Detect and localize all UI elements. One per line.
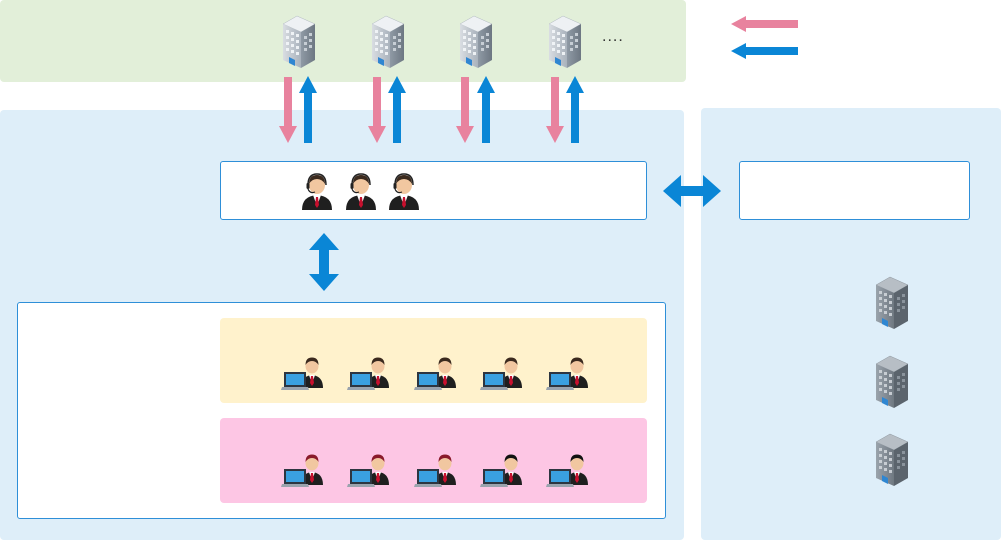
laptop-worker-icon	[347, 454, 389, 487]
operator-headset-icon	[345, 173, 377, 211]
operator-box	[220, 161, 647, 220]
laptop-worker-icon	[480, 454, 522, 487]
partner-building-icon	[875, 433, 909, 487]
down-arrow-icon	[279, 77, 297, 143]
legend-blue-arrow-icon	[731, 43, 798, 59]
laptop-worker-icon	[281, 454, 323, 487]
partner-building-icon	[875, 355, 909, 409]
bidirectional-horizontal-arrow-icon	[663, 175, 721, 207]
down-arrow-icon	[456, 77, 474, 143]
client-building-icon	[282, 15, 316, 69]
operator-headset-icon	[301, 173, 333, 211]
down-arrow-icon	[368, 77, 386, 143]
laptop-worker-icon	[347, 357, 389, 390]
arrow-pair-4	[546, 76, 584, 143]
laptop-worker-icon	[546, 454, 588, 487]
client-building-icon	[548, 15, 582, 69]
client-building-icon	[459, 15, 493, 69]
up-arrow-icon	[388, 76, 406, 143]
up-arrow-icon	[566, 76, 584, 143]
client-building-icon	[371, 15, 405, 69]
arrow-pair-1	[279, 76, 317, 143]
operator-headset-icon	[388, 173, 420, 211]
laptop-worker-icon	[414, 357, 456, 390]
laptop-worker-icon	[281, 357, 323, 390]
laptop-worker-icon	[480, 357, 522, 390]
more-clients-ellipsis: ....	[602, 28, 624, 45]
up-arrow-icon	[299, 76, 317, 143]
arrow-pair-2	[368, 76, 406, 143]
bidirectional-vertical-arrow-icon	[309, 233, 339, 291]
arrow-pair-3	[456, 76, 495, 143]
laptop-worker-icon	[414, 454, 456, 487]
partner-building-icon	[875, 276, 909, 330]
down-arrow-icon	[546, 77, 564, 143]
partner-box	[739, 161, 970, 220]
laptop-worker-icon	[546, 357, 588, 390]
up-arrow-icon	[477, 76, 495, 143]
legend-pink-arrow-icon	[731, 16, 798, 32]
